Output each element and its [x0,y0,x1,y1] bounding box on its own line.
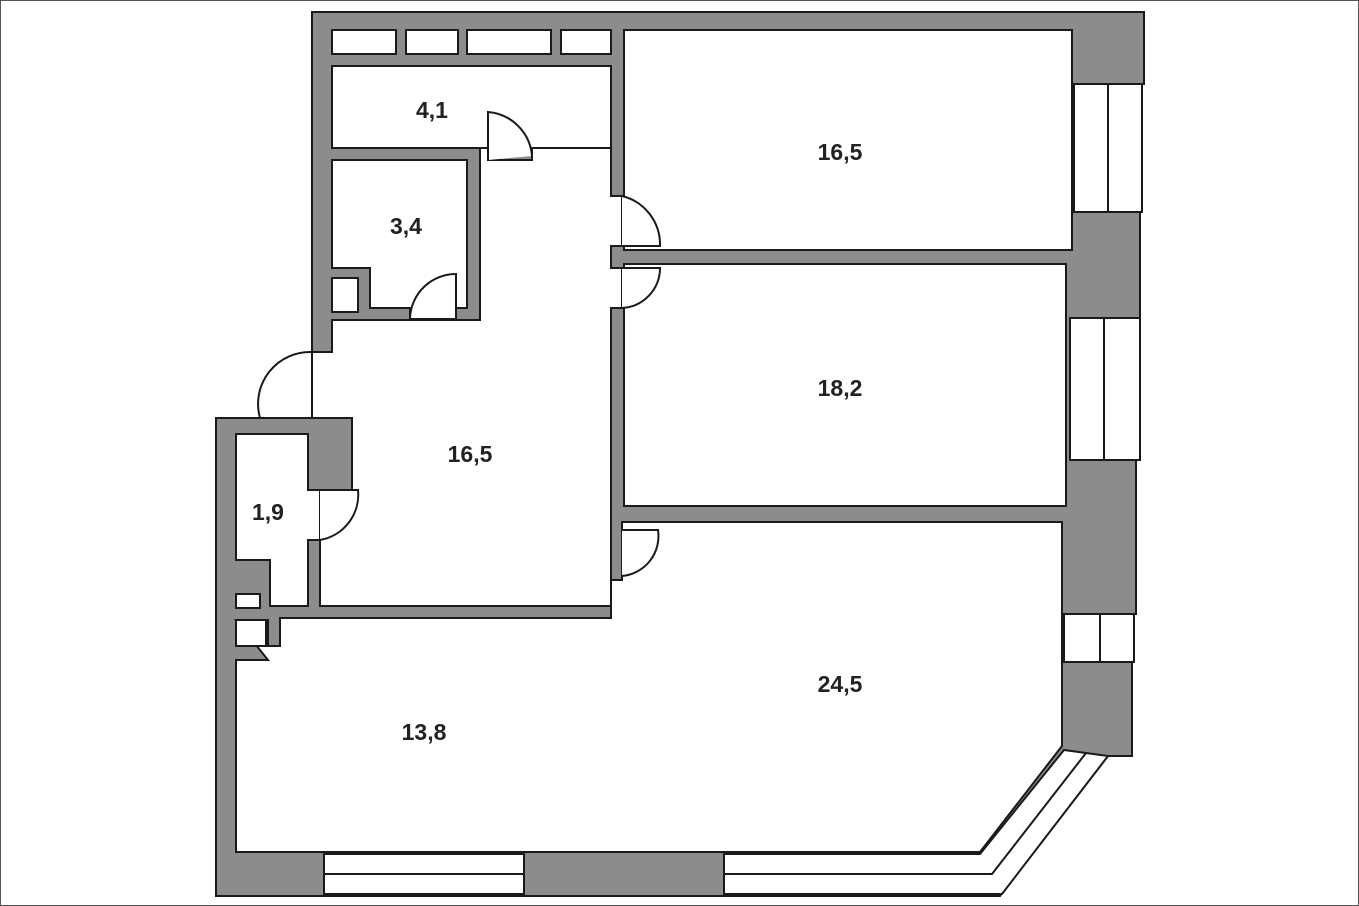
area-label-kitchen: 13,8 [402,719,447,745]
vent-1 [331,29,397,55]
area-label-bathroom: 3,4 [390,213,422,239]
area-label-living-room: 24,5 [818,671,863,697]
door-living [621,529,660,577]
shaft-bathroom [331,277,359,313]
vent-2 [405,29,459,55]
room-toilet [235,433,321,607]
area-label-bedroom-top: 16,5 [818,139,863,165]
door-toilet [319,489,360,541]
windows [323,83,1143,895]
floor-areas [233,29,1073,853]
door-bedroom-middle [621,267,662,309]
room-labels: 4,1 3,4 1,9 16,5 16,5 18,2 24,5 13,8 [252,97,863,745]
area-label-bedroom-middle: 18,2 [818,375,863,401]
room-bedroom-middle [623,263,1067,507]
shaft-toilet [235,593,261,609]
window-living-corner [723,748,1110,895]
area-label-storage-top: 4,1 [416,97,448,123]
room-storage-top [331,65,612,149]
room-bedroom-top [623,29,1073,251]
area-label-hallway: 16,5 [448,441,493,467]
shaft-kitchen [235,619,267,647]
door-bedroom-top [621,195,662,247]
area-label-toilet: 1,9 [252,499,284,525]
door-storage [487,110,533,160]
vent-4 [560,29,612,55]
door-bathroom [409,272,457,319]
doors [257,110,662,577]
vent-3 [466,29,552,55]
door-entrance [257,350,313,419]
